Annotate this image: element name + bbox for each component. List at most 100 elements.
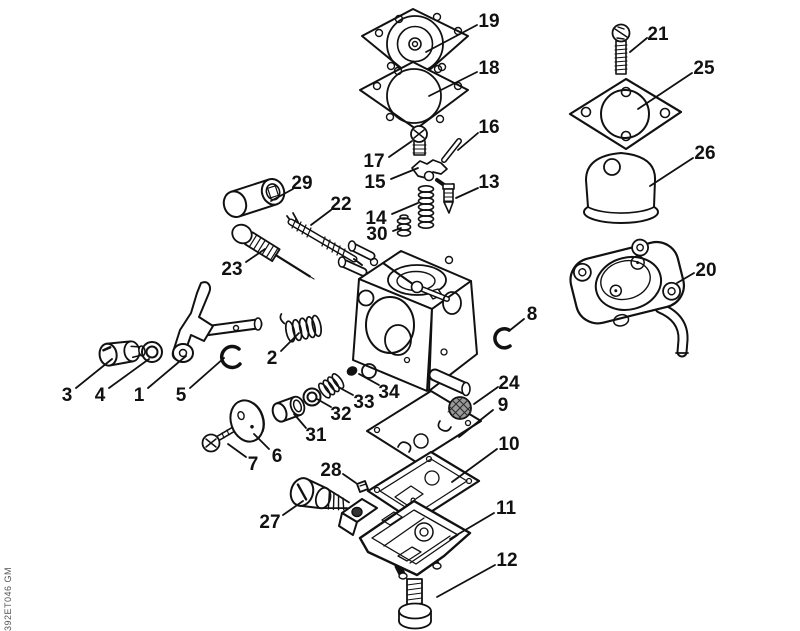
part-number-11: 11 — [496, 498, 517, 519]
drawing-code-watermark: 392ET046 GM — [3, 566, 13, 631]
part-number-10: 10 — [498, 434, 519, 455]
part-number-14: 14 — [365, 208, 387, 229]
leader-line-16 — [457, 132, 479, 151]
part-number-7: 7 — [248, 454, 259, 475]
part-16-pin — [441, 138, 462, 163]
part-22-adjusting-screw — [286, 212, 363, 266]
part-number-9: 9 — [498, 395, 509, 416]
leader-line-29 — [270, 188, 294, 202]
leader-line-23 — [245, 248, 266, 263]
part-34-ball — [346, 366, 358, 376]
part-number-29: 29 — [291, 173, 312, 194]
leader-line-6 — [253, 433, 270, 450]
leader-line-24 — [473, 386, 499, 405]
part-31-plug — [271, 395, 306, 423]
part-number-19: 19 — [478, 11, 499, 32]
leader-line-13 — [455, 187, 479, 199]
leader-line-12 — [436, 564, 496, 598]
part-number-21: 21 — [647, 24, 669, 45]
part-number-2: 2 — [267, 348, 278, 369]
leader-line-27 — [282, 500, 304, 516]
part-number-22: 22 — [330, 194, 351, 215]
part-29-cap — [222, 177, 286, 219]
leader-line-18 — [428, 71, 478, 97]
part-11-pump-cover — [338, 497, 472, 580]
part-3-plug — [98, 340, 146, 367]
part-26-dome-cap — [583, 152, 659, 224]
part-number-17: 17 — [363, 151, 384, 172]
part-number-27: 27 — [259, 512, 280, 533]
part-number-32: 32 — [330, 404, 351, 425]
leader-line-31 — [293, 413, 307, 429]
part-27-plug-screw — [289, 477, 350, 512]
leader-line-19 — [425, 24, 478, 53]
part-number-6: 6 — [272, 446, 283, 467]
part-number-20: 20 — [695, 260, 716, 281]
part-32-oring — [302, 387, 322, 407]
part-number-16: 16 — [478, 117, 499, 138]
leader-line-22 — [310, 209, 332, 226]
part-number-26: 26 — [694, 143, 715, 164]
leader-line-26 — [649, 157, 694, 187]
part-number-31: 31 — [305, 425, 327, 446]
part-number-30: 30 — [366, 224, 387, 245]
part-23-needle-screw — [231, 223, 315, 280]
leader-line-8 — [508, 318, 525, 332]
part-2-spring — [279, 313, 323, 343]
leader-line-4 — [108, 358, 150, 389]
part-number-23: 23 — [221, 259, 242, 280]
part-number-24: 24 — [498, 373, 520, 394]
leader-line-14 — [391, 202, 419, 215]
part-number-25: 25 — [693, 58, 715, 79]
leader-line-20 — [676, 272, 695, 284]
part-8-clip — [493, 327, 512, 350]
part-number-34: 34 — [378, 382, 400, 403]
part-25-plate — [568, 77, 683, 151]
part-15-metering-lever — [411, 159, 454, 189]
leader-line-2 — [280, 332, 300, 352]
leader-line-11 — [449, 512, 495, 540]
part-33-spring — [317, 373, 345, 399]
part-number-3: 3 — [62, 385, 73, 406]
leader-line-21 — [629, 37, 648, 53]
part-4-oring — [141, 341, 163, 363]
part-12-screw — [398, 578, 432, 630]
leader-line-17 — [388, 140, 413, 158]
part-number-18: 18 — [478, 58, 499, 79]
part-18-gasket — [359, 61, 469, 130]
part-20-pump-body — [569, 238, 689, 358]
leader-line-34 — [358, 373, 380, 386]
leader-line-25 — [637, 72, 693, 110]
part-number-8: 8 — [527, 304, 538, 325]
part-number-12: 12 — [496, 550, 517, 571]
part-number-4: 4 — [95, 385, 106, 406]
part-30-spring — [396, 214, 412, 237]
carburetor-body — [337, 240, 478, 397]
leader-line-1 — [147, 355, 187, 389]
part-number-1: 1 — [134, 385, 145, 406]
leader-line-3 — [75, 358, 113, 389]
part-14-spring — [417, 185, 435, 230]
part-5-clip — [219, 344, 242, 370]
leader-line-33 — [339, 387, 354, 396]
part-24-screen — [447, 396, 472, 420]
leader-line-15 — [390, 167, 419, 180]
leader-line-10 — [451, 448, 498, 483]
part-6-disc — [229, 399, 265, 443]
leader-line-30 — [392, 227, 402, 232]
part-13-needle-valve — [442, 183, 455, 214]
part-number-5: 5 — [176, 385, 187, 406]
leader-line-9 — [458, 409, 494, 438]
part-28-clip — [356, 480, 369, 493]
part-7-screw — [201, 426, 237, 453]
leader-line-28 — [342, 473, 357, 484]
part-17-screw — [410, 125, 428, 156]
part-number-13: 13 — [478, 172, 499, 193]
part-number-28: 28 — [320, 460, 341, 481]
leader-line-32 — [316, 398, 332, 408]
part-number-15: 15 — [364, 172, 386, 193]
part-1-throttle-shaft — [171, 281, 263, 363]
